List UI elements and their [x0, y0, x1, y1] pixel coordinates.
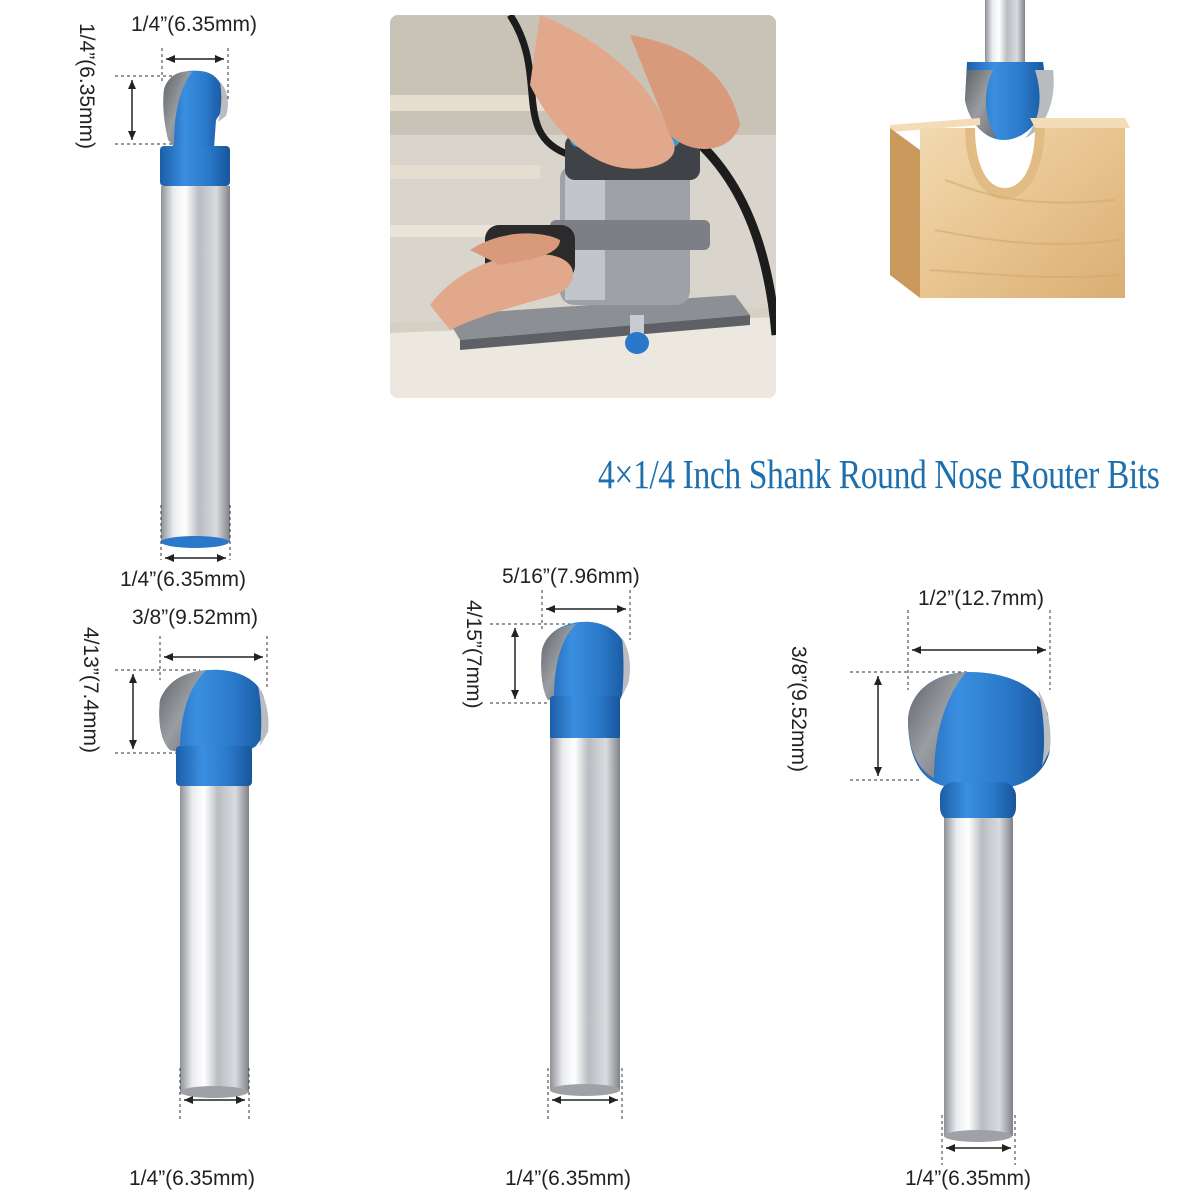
bit-2-shank-diameter: 1/4”(6.35mm): [129, 1167, 256, 1190]
bit-4-cutting-height: 3/8”(9.52mm): [787, 646, 810, 773]
bit-2-cutting-width: 3/8”(9.52mm): [132, 606, 259, 629]
bit-4-cutting-width: 1/2”(12.7mm): [918, 587, 1045, 610]
bit-3-cutting-width: 5/16”(7.96mm): [502, 565, 640, 588]
bit-2-cutting-height: 4/13”(7.4mm): [79, 627, 102, 754]
bit-1-shank-diameter: 1/4”(6.35mm): [120, 568, 247, 591]
bit-1-cutting-width: 1/4”(6.35mm): [131, 13, 258, 36]
bit-3-shank-diameter: 1/4”(6.35mm): [505, 1167, 632, 1190]
bit-3-cutting-height: 4/15”(7mm): [462, 600, 485, 709]
bit-4-shank-diameter: 1/4”(6.35mm): [905, 1167, 1032, 1190]
product-title: 4×1/4 Inch Shank Round Nose Router Bits: [598, 451, 1160, 497]
router-usage-photo: [390, 15, 776, 398]
bit-1-cutting-height: 1/4”(6.35mm): [75, 23, 98, 150]
